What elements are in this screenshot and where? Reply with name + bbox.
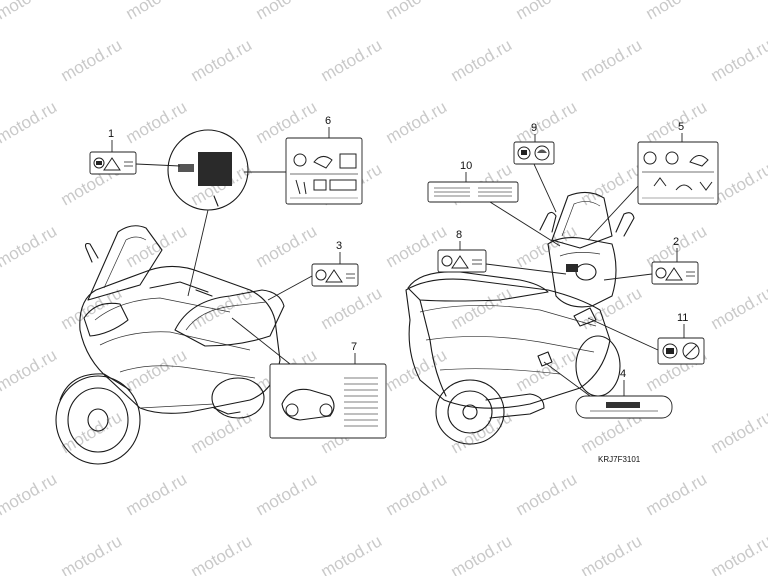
- label-5: [637, 141, 719, 205]
- watermark-text: motod.ru: [0, 469, 60, 519]
- watermark-text: motod.ru: [123, 97, 191, 147]
- watermark-text: motod.ru: [643, 0, 711, 23]
- watermark-text: motod.ru: [708, 283, 768, 333]
- watermark-text: motod.ru: [578, 159, 646, 209]
- watermark-text: motod.ru: [708, 531, 768, 576]
- watermark-text: motod.ru: [708, 407, 768, 457]
- callout-2: 2: [673, 236, 679, 248]
- watermark-text: motod.ru: [513, 97, 581, 147]
- label-8: [437, 249, 487, 273]
- watermark-text: motod.ru: [0, 221, 60, 271]
- watermark-text: motod.ru: [318, 531, 386, 576]
- scooter-left-illustration: [55, 225, 285, 465]
- watermark-text: motod.ru: [0, 0, 60, 23]
- label-1: [89, 151, 137, 175]
- watermark-text: motod.ru: [318, 283, 386, 333]
- callout-6: 6: [325, 115, 331, 127]
- watermark-text: motod.ru: [643, 469, 711, 519]
- label-9: [513, 141, 555, 165]
- callout-4: 4: [620, 368, 626, 380]
- watermark-text: motod.ru: [383, 97, 451, 147]
- callout-3: 3: [336, 240, 342, 252]
- magnified-detail-inset: [167, 129, 249, 297]
- watermark-text: motod.ru: [253, 469, 321, 519]
- diagram-code: KRJ7F3101: [598, 455, 641, 464]
- watermark-text: motod.ru: [123, 221, 191, 271]
- book-icon: [93, 157, 105, 169]
- watermark-text: motod.ru: [513, 221, 581, 271]
- callout-1: 1: [108, 128, 114, 140]
- watermark-text: motod.ru: [643, 97, 711, 147]
- watermark-text: motod.ru: [578, 35, 646, 85]
- watermark-text: motod.ru: [58, 35, 126, 85]
- watermark-text: motod.ru: [383, 0, 451, 23]
- watermark-text: motod.ru: [513, 469, 581, 519]
- watermark-text: motod.ru: [318, 35, 386, 85]
- watermark-text: motod.ru: [253, 0, 321, 23]
- callout-5: 5: [678, 121, 684, 133]
- watermark-text: motod.ru: [578, 531, 646, 576]
- watermark-text: motod.ru: [58, 283, 126, 333]
- watermark-text: motod.ru: [188, 407, 256, 457]
- callout-11: 11: [677, 312, 688, 324]
- watermark-text: motod.ru: [188, 531, 256, 576]
- watermark-text: motod.ru: [383, 469, 451, 519]
- watermark-text: motod.ru: [253, 221, 321, 271]
- watermark-text: motod.ru: [448, 407, 516, 457]
- watermark-text: motod.ru: [123, 0, 191, 23]
- label-7: [269, 363, 387, 439]
- watermark-text: motod.ru: [58, 531, 126, 576]
- label-6: [285, 137, 363, 205]
- watermark-text: motod.ru: [578, 283, 646, 333]
- helmet-icon: [534, 145, 550, 161]
- watermark-text: motod.ru: [448, 531, 516, 576]
- scooter-right-illustration: [405, 191, 635, 445]
- watermark-text: motod.ru: [708, 35, 768, 85]
- callout-9: 9: [531, 122, 537, 134]
- watermark-text: motod.ru: [123, 469, 191, 519]
- label-11: [657, 337, 705, 365]
- no-passenger-icon: [682, 342, 700, 360]
- label-3: [311, 263, 359, 287]
- label-4: [575, 395, 673, 419]
- watermark-text: motod.ru: [0, 97, 60, 147]
- watermark-text: motod.ru: [188, 35, 256, 85]
- watermark-text: motod.ru: [123, 345, 191, 395]
- watermark-text: motod.ru: [448, 35, 516, 85]
- watermark-text: motod.ru: [513, 0, 581, 23]
- label-10: [427, 181, 519, 203]
- callout-7: 7: [351, 341, 357, 353]
- callout-8: 8: [456, 229, 462, 241]
- helmet-icon: [293, 153, 307, 167]
- watermark-text: motod.ru: [448, 283, 516, 333]
- callout-10: 10: [460, 160, 472, 172]
- warning-triangle-icon: [103, 157, 121, 171]
- label-2: [651, 261, 699, 285]
- watermark-text: motod.ru: [0, 345, 60, 395]
